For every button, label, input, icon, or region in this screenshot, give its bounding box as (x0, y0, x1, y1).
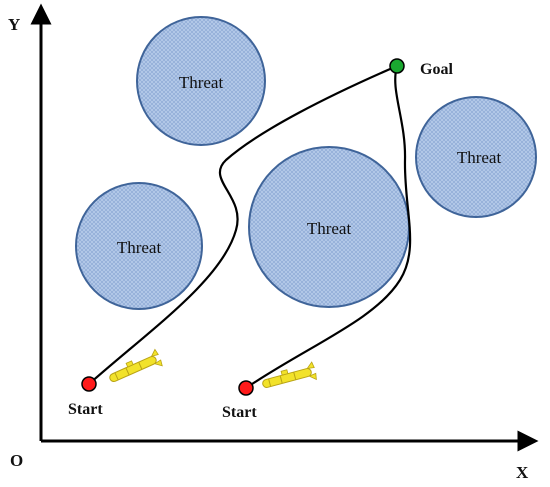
threat-label: Threat (179, 73, 224, 92)
threat-label: Threat (457, 148, 502, 167)
start-label: Start (222, 404, 257, 421)
threat-circle (136, 16, 266, 146)
threat-zone: Threat (136, 16, 266, 146)
vehicle-icon (262, 361, 317, 388)
start-marker (81, 376, 97, 392)
threat-circle (75, 182, 203, 310)
y-axis-label: Y (8, 15, 20, 34)
origin-label: O (10, 451, 23, 470)
goal-label: Goal (420, 61, 453, 78)
threat-zone: Threat (415, 96, 537, 218)
goal-marker (389, 58, 405, 74)
threat-zone: Threat (75, 182, 203, 310)
threat-circle (415, 96, 537, 218)
path-right (244, 64, 412, 390)
path-left (87, 64, 399, 386)
threat-label: Threat (307, 219, 352, 238)
threat-label: Threat (117, 238, 162, 257)
vehicle-icon (109, 348, 163, 383)
threat-zone: Threat (248, 146, 410, 308)
start-label: Start (68, 401, 103, 418)
x-axis-label: X (516, 463, 529, 482)
start-marker (238, 380, 254, 396)
